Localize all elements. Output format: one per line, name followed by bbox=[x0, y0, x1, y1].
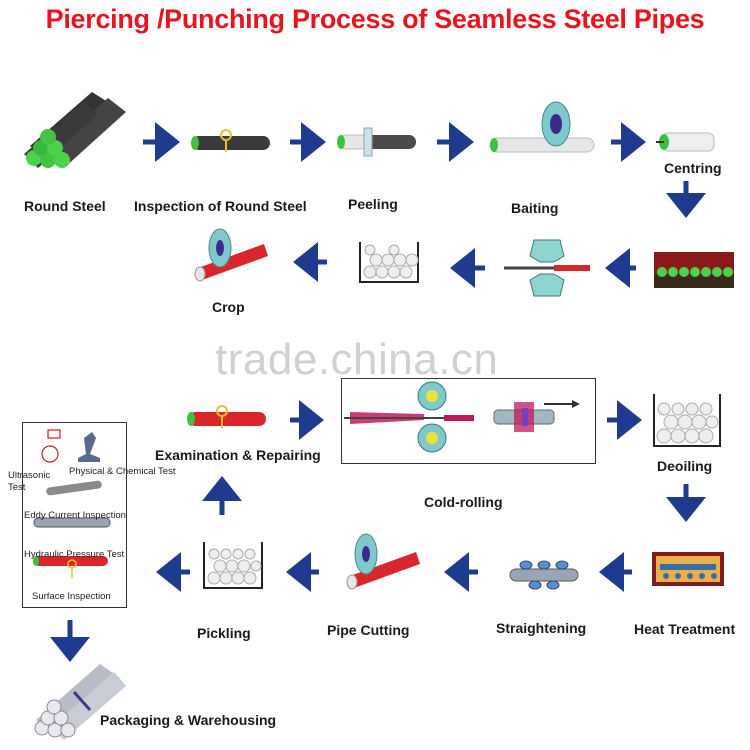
label-examination-repairing: Examination & Repairing bbox=[155, 447, 321, 463]
testing-equipment-icon bbox=[33, 429, 111, 578]
label-centring: Centring bbox=[664, 160, 722, 176]
label-physical-chemical-test: Physical & Chemical Test bbox=[69, 466, 176, 477]
label-eddy-current-inspection: Eddy Current Inspection bbox=[24, 510, 126, 521]
label-deoiling: Deoiling bbox=[657, 458, 713, 474]
watermark: trade.china.cn bbox=[215, 335, 499, 384]
label-baiting: Baiting bbox=[511, 200, 559, 216]
label-heat-treatment: Heat Treatment bbox=[634, 621, 736, 637]
heating-furnace-icon bbox=[654, 252, 734, 288]
baiting-saw-icon bbox=[489, 101, 595, 153]
crop-saw-icon bbox=[194, 228, 268, 282]
centring-bar-icon bbox=[656, 132, 715, 152]
round-steel-bundle-icon bbox=[24, 92, 126, 168]
label-cold-rolling: Cold-rolling bbox=[424, 494, 503, 510]
label-pickling: Pickling bbox=[197, 625, 251, 641]
cold-rolling-box bbox=[341, 378, 596, 464]
label-packaging-warehousing: Packaging & Warehousing bbox=[100, 712, 277, 728]
label-ultrasonic-test: Ultrasonic Test bbox=[8, 470, 51, 493]
label-round-steel: Round Steel bbox=[24, 198, 106, 214]
cooling-tank-icon bbox=[359, 242, 419, 283]
page-title: Piercing /Punching Process of Seamless S… bbox=[45, 4, 705, 34]
packaging-bundle-icon bbox=[34, 664, 126, 740]
cold-rolling-mill-icon bbox=[344, 381, 580, 453]
pickling-tank-icon bbox=[203, 542, 263, 589]
label-straightening: Straightening bbox=[496, 620, 587, 636]
label-inspection-of-round-steel: Inspection of Round Steel bbox=[134, 198, 307, 214]
testing-box bbox=[22, 422, 127, 608]
heat-treatment-furnace-icon bbox=[652, 552, 724, 586]
label-surface-inspection: Surface Inspection bbox=[32, 591, 111, 602]
label-peeling: Peeling bbox=[348, 196, 398, 212]
straightening-rollers-icon bbox=[509, 560, 579, 590]
label-hydraulic-pressure-test: Hydraulic Pressure Test bbox=[24, 549, 125, 560]
peeling-bar-icon bbox=[337, 127, 416, 157]
piercing-mill-icon bbox=[504, 239, 590, 297]
inspection-bar-icon bbox=[191, 129, 270, 152]
deoiling-tank-icon bbox=[653, 394, 721, 447]
label-crop: Crop bbox=[212, 299, 245, 315]
pipe-cutting-saw-icon bbox=[346, 533, 420, 590]
label-pipe-cutting: Pipe Cutting bbox=[327, 622, 410, 638]
examination-pipe-icon bbox=[187, 405, 266, 428]
